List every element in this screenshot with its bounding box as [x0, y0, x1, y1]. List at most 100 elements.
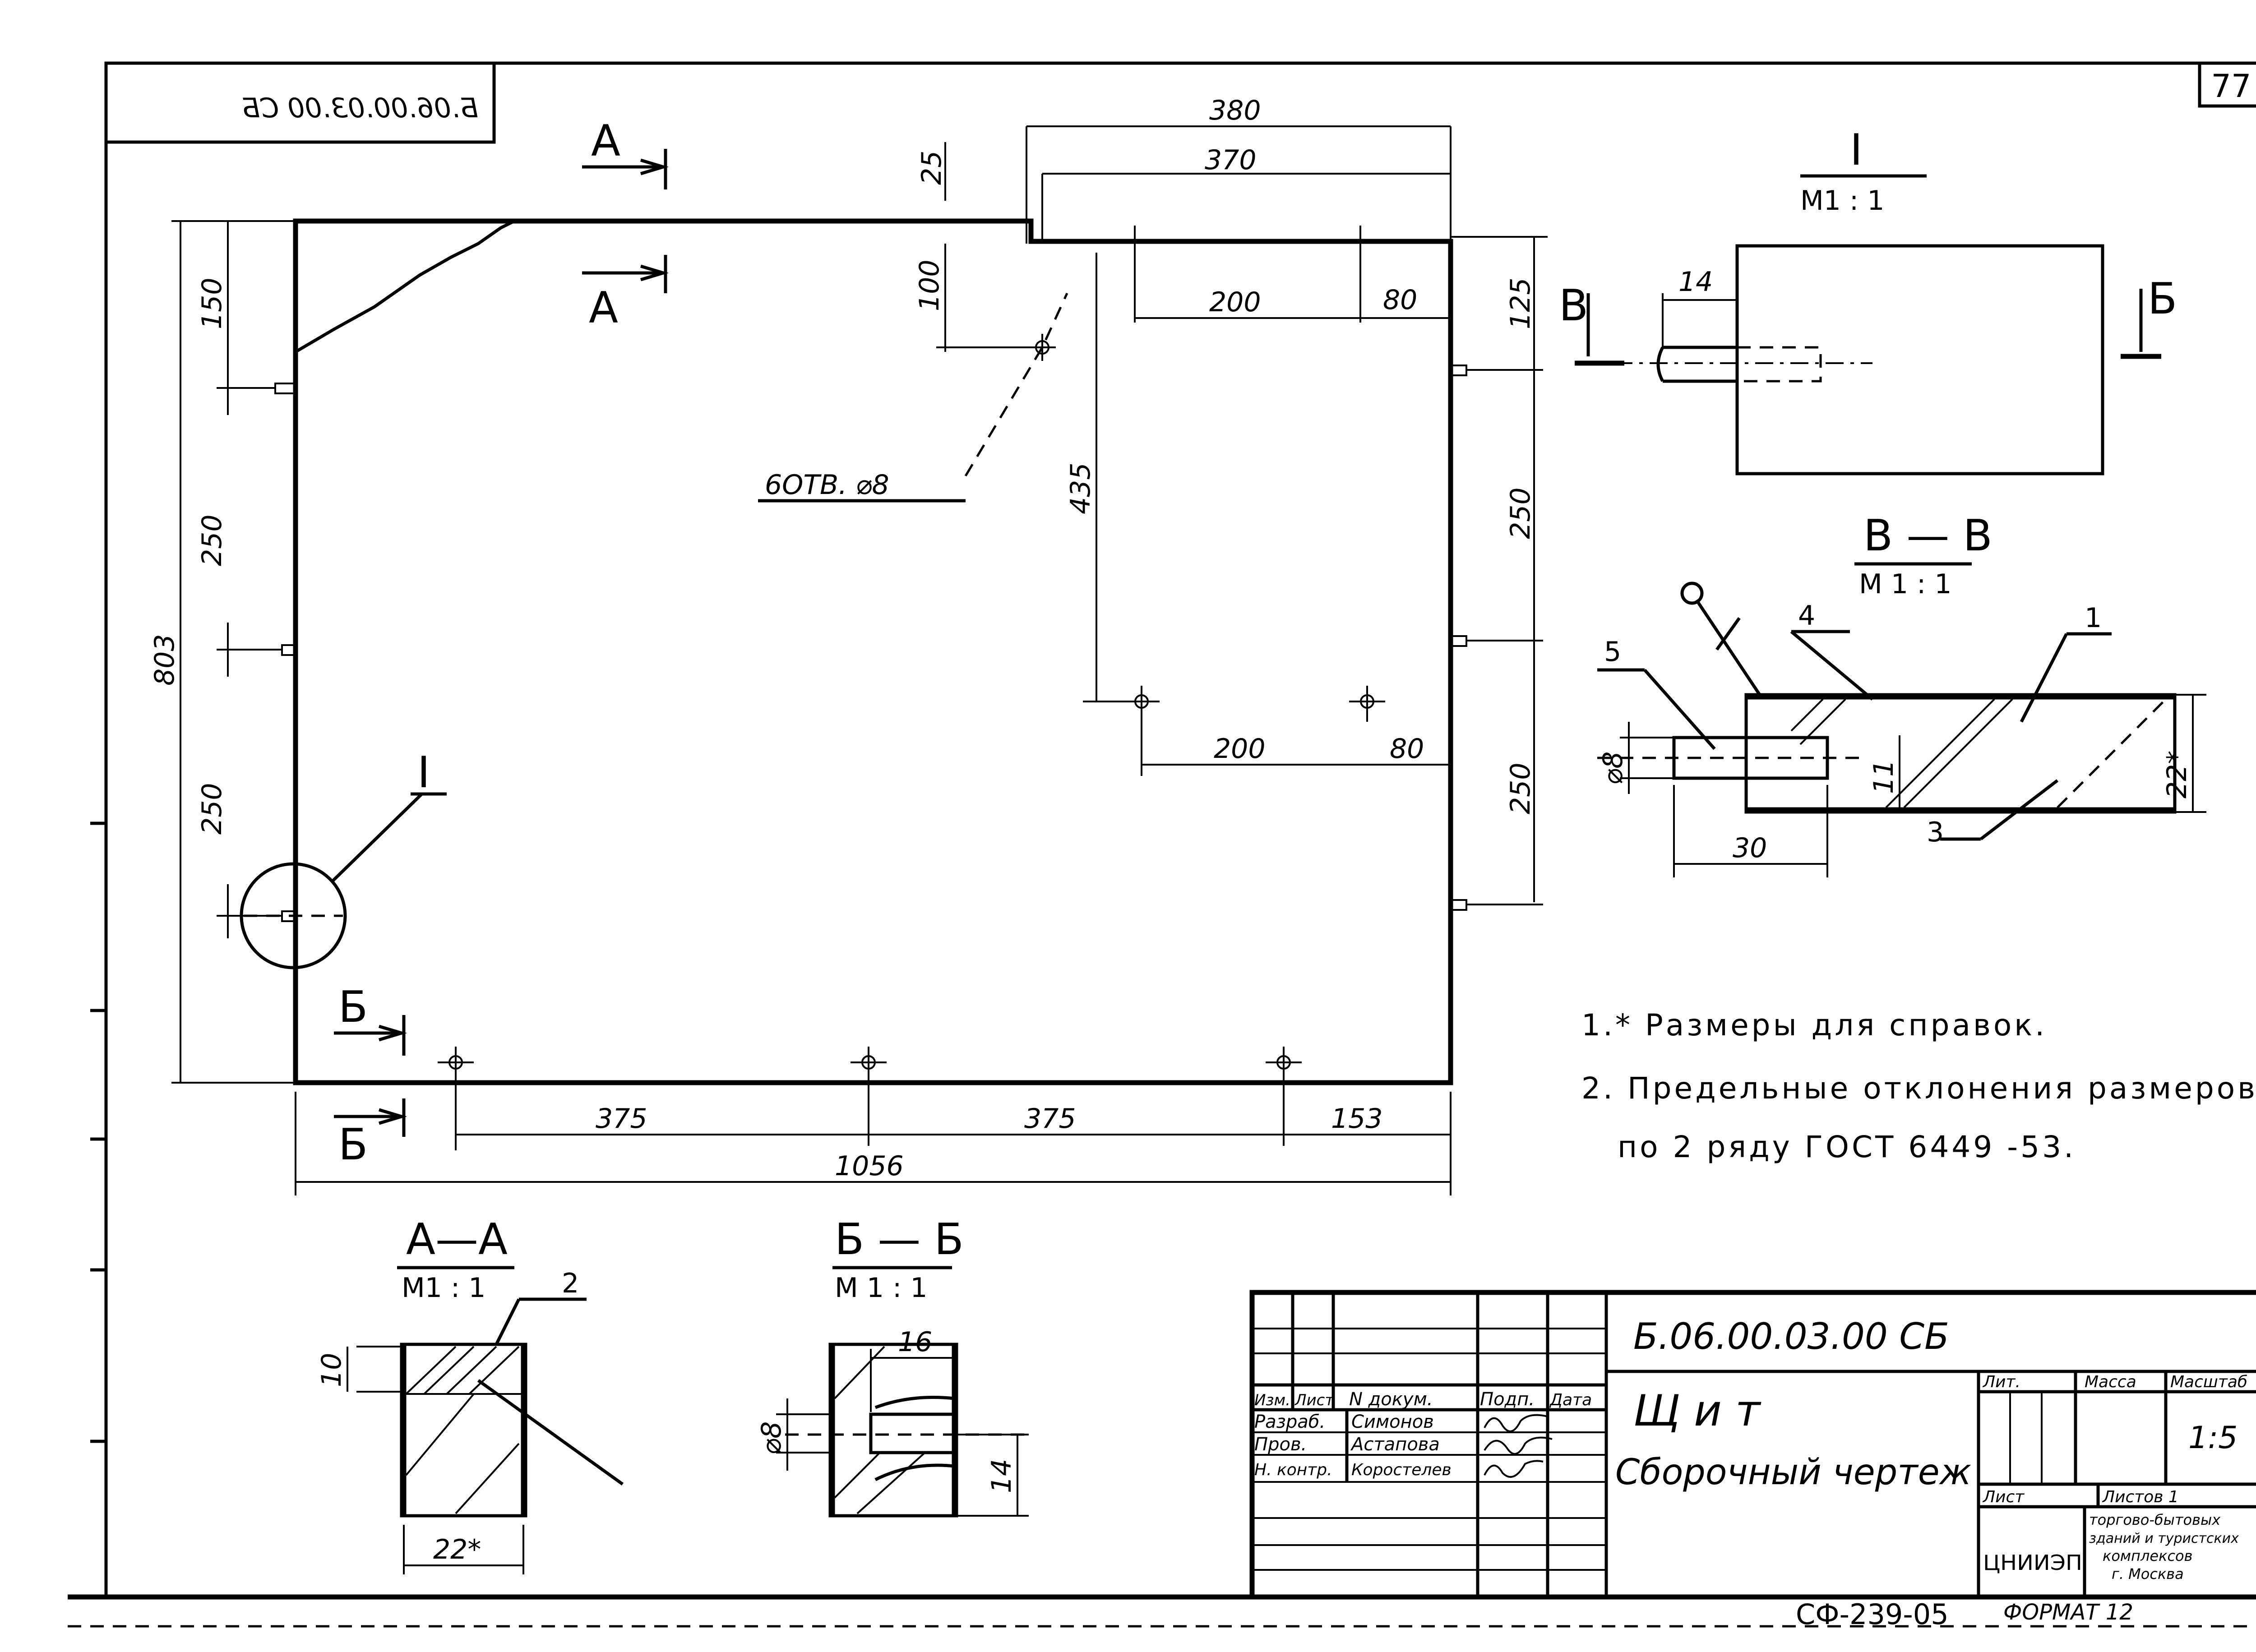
section-AA	[347, 1266, 624, 1574]
detail-I	[1575, 174, 2161, 475]
tb-row-name-2: Астапова	[1350, 1434, 1440, 1455]
dim-380: 380	[1209, 95, 1261, 126]
section-A-label-top: А	[591, 116, 620, 166]
section-VV-pos-3: 3	[1927, 817, 1944, 848]
tb-header-podp: Подп.	[1480, 1389, 1535, 1410]
title-doc-code: Б.06.00.03.00 СБ	[1633, 1315, 1949, 1357]
detail-I-callout-label: I	[417, 748, 430, 798]
section-VV-dim-22: 22*	[2161, 751, 2193, 798]
hole-note: 6ОТВ. ⌀8	[765, 469, 889, 501]
hole-leader	[758, 292, 1068, 503]
note-2-line-2: по 2 ряду ГОСТ 6449 -53.	[1618, 1130, 2076, 1164]
section-BB	[776, 1266, 1029, 1518]
detail-I-label-V: В	[1559, 281, 1588, 331]
dim-250-right-b: 250	[1505, 762, 1536, 814]
dim-200-top: 200	[1209, 286, 1261, 318]
section-AA-dim-22: 22*	[433, 1534, 481, 1565]
tb-scale-value: 1:5	[2188, 1420, 2238, 1456]
section-VV-pos-5: 5	[1604, 636, 1621, 668]
tb-org-line-3: комплексов	[2103, 1547, 2192, 1564]
section-BB-title: Б — Б	[835, 1215, 964, 1264]
section-AA-dim-10: 10	[316, 1353, 347, 1387]
tb-row-name-1: Симонов	[1351, 1412, 1434, 1432]
tb-lit-label: Лит.	[1982, 1373, 2020, 1391]
title-name-line-1: Щ и т	[1633, 1386, 1761, 1436]
format-label: ФОРМАТ 12	[2003, 1600, 2133, 1625]
tb-org-line-4: г. Москва	[2112, 1565, 2184, 1583]
section-BB-scale: М 1 : 1	[835, 1272, 928, 1304]
mirrored-stamp: Б.06.00.03.00 СБ	[104, 61, 496, 144]
dim-80-top: 80	[1383, 284, 1417, 316]
section-B-label-bottom: Б	[338, 1120, 368, 1170]
title-block	[1249, 1290, 2256, 1600]
dim-370: 370	[1205, 144, 1257, 176]
dim-200-mid: 200	[1214, 733, 1266, 765]
panel-outline	[274, 218, 1467, 1085]
section-cut-B	[334, 1015, 407, 1137]
dim-80-mid: 80	[1390, 733, 1424, 765]
tb-mass-label: Масса	[2085, 1373, 2136, 1391]
dim-25: 25	[916, 151, 948, 185]
hole-bottom-2	[851, 1047, 887, 1078]
bottom-code: СФ-239-05	[1796, 1598, 1949, 1631]
tb-header-data: Дата	[1549, 1391, 1592, 1409]
section-A-label-bottom: А	[589, 283, 618, 333]
dim-250-left-b: 250	[196, 783, 228, 835]
section-cut-A	[582, 149, 669, 293]
section-VV-title: В — В	[1863, 511, 1992, 561]
section-VV	[1597, 562, 2206, 877]
tb-header-ndoc: N докум.	[1349, 1389, 1433, 1410]
dim-1056: 1056	[835, 1150, 904, 1182]
dim-375-b: 375	[1024, 1103, 1076, 1135]
mirrored-stamp-text: Б.06.00.03.00 СБ	[241, 92, 478, 124]
dim-375-a: 375	[596, 1103, 647, 1135]
tb-sheets-label: Листов 1	[2102, 1488, 2179, 1506]
tb-row-name-3: Коростелев	[1351, 1461, 1452, 1479]
tb-row-role-1: Разраб.	[1254, 1412, 1325, 1432]
note-2-line-1: 2. Предельные отклонения размеров	[1581, 1071, 2256, 1106]
section-BB-dim-14: 14	[986, 1459, 1017, 1493]
section-BB-dim-d8: ⌀8	[756, 1421, 787, 1455]
tb-header-list: Лист	[1294, 1391, 1334, 1409]
dim-250-left-a: 250	[196, 514, 228, 566]
signatures	[1484, 1414, 1553, 1478]
section-VV-pos-1: 1	[2085, 602, 2102, 634]
detail-I-callout	[240, 792, 447, 969]
main-dimension-lines	[171, 125, 1548, 1195]
tb-org-line-2: зданий и туристских	[2089, 1531, 2239, 1546]
tb-sheet-label: Лист	[1982, 1488, 2025, 1506]
section-B-label-top: Б	[338, 983, 368, 1032]
dim-250-right-a: 250	[1505, 487, 1536, 539]
title-name-line-2: Сборочный чертеж	[1615, 1452, 1971, 1493]
section-AA-title: А—А	[406, 1215, 508, 1264]
section-BB-dim-16: 16	[898, 1326, 932, 1358]
tb-scale-label: Масштаб	[2170, 1373, 2247, 1391]
tb-header-izm: Изм.	[1254, 1391, 1290, 1409]
dim-100: 100	[914, 259, 945, 311]
dim-125: 125	[1505, 277, 1536, 329]
section-AA-scale: М1 : 1	[402, 1272, 485, 1304]
tb-org-logo: ЦНИИЭП	[1983, 1550, 2082, 1575]
holes	[438, 334, 1385, 1078]
section-VV-dim-d8: ⌀8	[1597, 752, 1629, 785]
dim-153: 153	[1331, 1103, 1383, 1135]
note-1: 1.* Размеры для справок.	[1581, 1008, 2047, 1043]
page-number: 77	[2211, 68, 2251, 105]
tb-row-role-3: Н. контр.	[1254, 1461, 1332, 1479]
section-AA-pos-2: 2	[562, 1268, 579, 1299]
detail-I-dim-14: 14	[1678, 266, 1713, 298]
detail-I-scale: М1 : 1	[1800, 185, 1884, 217]
detail-I-label-B: Б	[2148, 274, 2177, 324]
hole-mid-right	[1349, 686, 1385, 722]
section-VV-dim-30: 30	[1733, 832, 1767, 864]
section-VV-scale: М 1 : 1	[1859, 568, 1952, 600]
dim-803: 803	[149, 634, 180, 686]
section-VV-dim-11: 11	[1868, 760, 1900, 794]
tb-row-role-2: Пров.	[1254, 1434, 1307, 1455]
dim-150: 150	[196, 277, 228, 329]
dim-435: 435	[1065, 462, 1096, 514]
detail-I-title: I	[1850, 125, 1863, 175]
section-VV-pos-4: 4	[1798, 600, 1815, 632]
tb-org-line-1: торгово-бытовых	[2089, 1511, 2221, 1528]
